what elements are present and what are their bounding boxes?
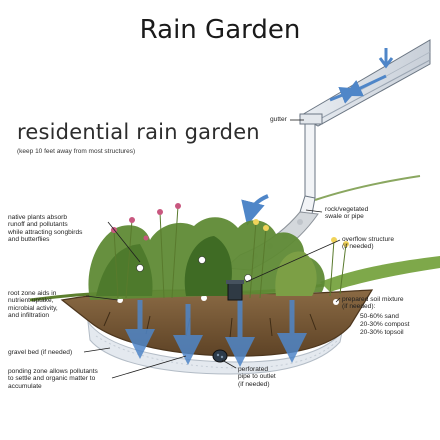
leader-lines (83, 119, 341, 379)
label-ponding: ponding zone allows pollutants to settle… (8, 368, 98, 390)
native-plants (88, 203, 349, 300)
label-soil-sand: 50-60% sand (360, 313, 399, 320)
label-swale: rock/vegetated swale or pipe (325, 206, 369, 221)
infiltration-arrows (125, 296, 307, 367)
label-native-plants: native plants absorb runoff and pollutan… (8, 214, 83, 244)
label-root-zone: root zone aids in nutrient uptake, micro… (8, 290, 58, 320)
label-gutter: gutter (270, 116, 287, 123)
perforated-pipe (212, 349, 228, 363)
diagram-title: Rain Garden (139, 15, 301, 45)
roof-and-downspout (298, 39, 431, 215)
label-pipe: perforated pipe to outlet (if needed) (238, 366, 276, 388)
illustration-subheading: (keep 10 feet away from most structures) (17, 148, 136, 155)
overflow-structure (226, 280, 244, 301)
label-overflow: overflow structure (if needed) (342, 236, 395, 251)
label-gravel: gravel bed (if needed) (8, 349, 73, 356)
label-soil-compost: 20-30% compost (360, 321, 410, 328)
illustration-heading: residential rain garden (17, 120, 260, 144)
label-soil-topsoil: 20-30% topsoil (360, 329, 404, 336)
label-soil-mixture: prepared soil mixture (if needed): (342, 296, 404, 311)
